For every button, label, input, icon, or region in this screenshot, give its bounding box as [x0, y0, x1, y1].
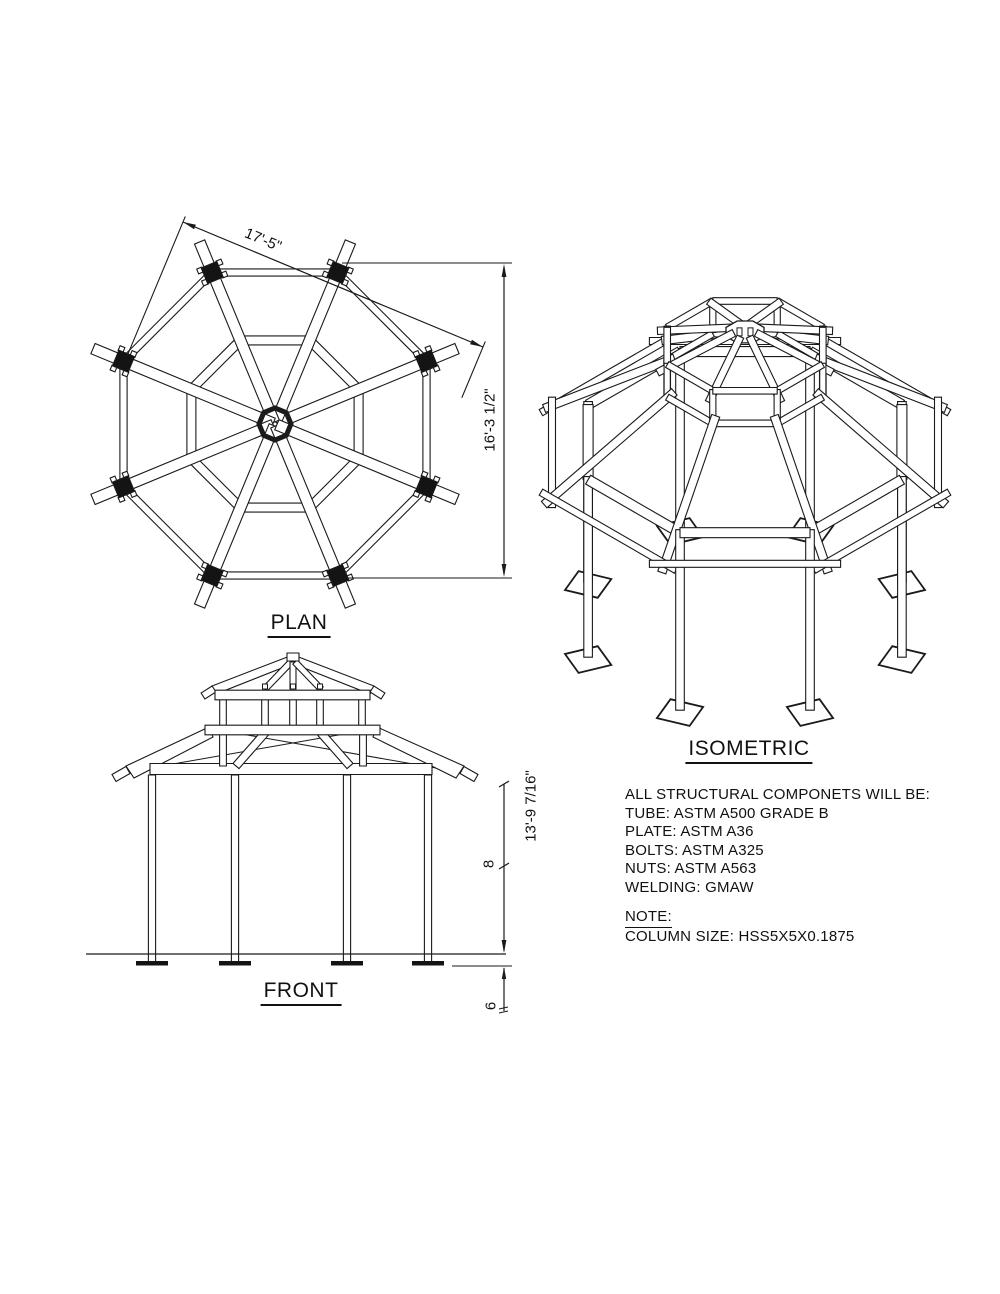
note-line: PLATE: ASTM A36 — [625, 823, 754, 841]
dim-front-overall-height: 13'-9 7/16" — [522, 770, 540, 842]
note-line: WELDING: GMAW — [625, 878, 754, 896]
note-line: ALL STRUCTURAL COMPONETS WILL BE: — [625, 786, 930, 803]
plan-view-title: PLAN — [267, 611, 331, 638]
dim-plan-height: 16'-3 1/2" — [481, 388, 499, 452]
note-line: TUBE: ASTM A500 GRADE B — [625, 804, 829, 822]
note-line: BOLTS: ASTM A325 — [625, 841, 764, 859]
isometric-view — [538, 297, 952, 727]
isometric-view-title: ISOMETRIC — [685, 737, 813, 764]
column-size-note: NOTE: COLUMN SIZE: HSS5X5X0.1875 — [625, 908, 854, 946]
front-view-title: FRONT — [260, 979, 342, 1006]
dim-front-base-depth: 6 — [482, 1001, 500, 1011]
note-heading: NOTE: — [625, 908, 672, 928]
dim-front-column-height: 8 — [480, 859, 498, 869]
column-size-line: COLUMN SIZE: HSS5X5X0.1875 — [625, 927, 855, 945]
material-spec-notes: ALL STRUCTURAL COMPONETS WILL BE: TUBE: … — [625, 786, 930, 898]
front-view — [86, 652, 512, 1014]
plan-view — [90, 216, 512, 609]
note-line: NUTS: ASTM A563 — [625, 860, 757, 878]
